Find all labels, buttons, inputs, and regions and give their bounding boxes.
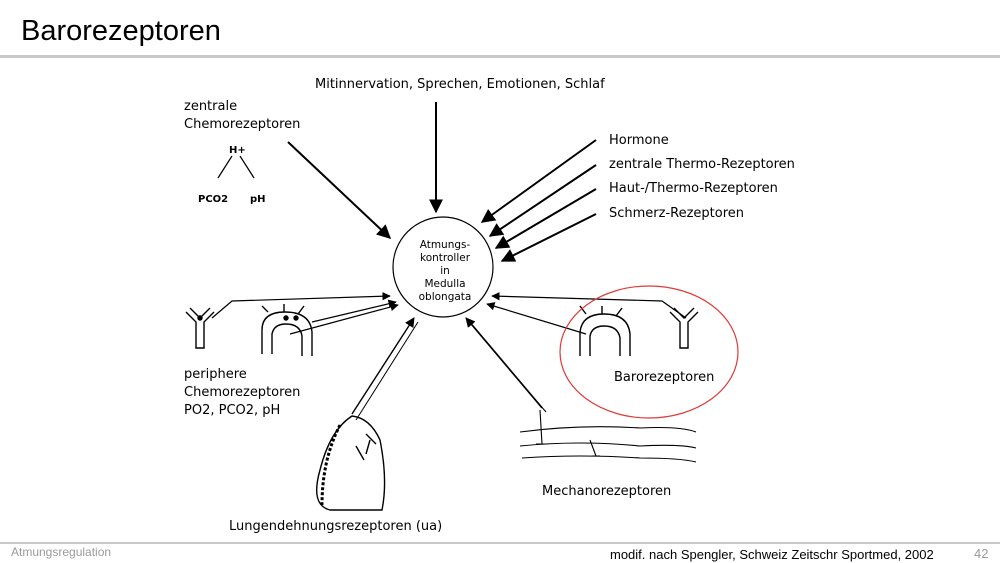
right-input-hormone: Hormone bbox=[609, 133, 669, 148]
mechanoreceptor-label: Mechanorezeptoren bbox=[542, 484, 672, 499]
lung-drawing bbox=[316, 415, 386, 511]
peripheral-chemo-label: periphere Chemorezeptoren PO2, PCO2, pH bbox=[184, 366, 300, 420]
controller-circle bbox=[392, 216, 494, 318]
pco2-label: PCO2 bbox=[198, 194, 229, 205]
carotid-left-drawing bbox=[185, 307, 215, 349]
arrow-pain bbox=[500, 213, 597, 262]
top-input-label: Mitinnervation, Sprechen, Emotionen, Sch… bbox=[315, 77, 605, 92]
muscle-drawing bbox=[519, 409, 697, 463]
central-chemo-line-2: Chemorezeptoren bbox=[184, 117, 301, 132]
ph-label: pH bbox=[250, 194, 266, 205]
nerve-mechano-2 bbox=[469, 321, 547, 413]
slide-title: Barorezeptoren bbox=[21, 15, 221, 47]
right-input-central-thermo: zentrale Thermo-Rezeptoren bbox=[609, 157, 795, 172]
nerve-aortic-left bbox=[311, 299, 397, 323]
peripheral-chemo-line-1: periphere bbox=[184, 367, 247, 382]
h-plus-label: H+ bbox=[229, 145, 246, 156]
title-divider bbox=[0, 55, 1000, 58]
arrow-central-chemo bbox=[287, 141, 392, 239]
baroreceptor-label: Barorezeptoren bbox=[614, 370, 715, 385]
controller-line-4: Medulla bbox=[424, 278, 466, 290]
baroreceptor-highlight-circle bbox=[559, 285, 739, 419]
controller-line-2: kontroller bbox=[419, 252, 471, 264]
lung-receptor-label: Lungendehnungsrezeptoren (ua) bbox=[229, 519, 443, 534]
nerve-lung-2 bbox=[355, 321, 419, 421]
footer-source: modif. nach Spengler, Schweiz Zeitschr S… bbox=[610, 547, 934, 562]
arrow-hormone bbox=[480, 139, 597, 223]
carotid-right-drawing bbox=[669, 307, 699, 349]
aortic-arch-right-drawing bbox=[579, 305, 631, 356]
central-chemo-label: zentrale Chemorezeptoren bbox=[184, 98, 300, 134]
aortic-arch-left-drawing bbox=[261, 304, 313, 356]
central-chemo-mini-diagram bbox=[217, 155, 255, 179]
arrow-skin-thermo bbox=[494, 188, 597, 249]
controller-line-5: oblongata bbox=[418, 291, 472, 303]
controller-line-3: in bbox=[440, 265, 450, 277]
right-input-pain: Schmerz-Rezeptoren bbox=[609, 206, 745, 221]
footer-section-label: Atmungsregulation bbox=[11, 545, 112, 559]
peripheral-chemo-line-3: PO2, PCO2, pH bbox=[184, 403, 281, 418]
nerve-carotid-left bbox=[211, 292, 391, 319]
page-number: 42 bbox=[974, 546, 989, 561]
right-input-skin-thermo: Haut-/Thermo-Rezeptoren bbox=[609, 181, 778, 196]
footer-divider bbox=[0, 542, 1000, 544]
nerve-aortic-left-2 bbox=[289, 302, 399, 335]
arrow-central-thermo bbox=[488, 164, 597, 237]
nerve-aortic-right bbox=[486, 302, 587, 335]
controller-line-1: Atmungs- bbox=[419, 239, 471, 251]
peripheral-chemo-line-2: Chemorezeptoren bbox=[184, 385, 301, 400]
nerve-lung bbox=[351, 317, 415, 415]
controller-label: Atmungs- kontroller in Medulla oblongata bbox=[395, 239, 495, 304]
central-chemo-line-1: zentrale bbox=[184, 99, 238, 114]
